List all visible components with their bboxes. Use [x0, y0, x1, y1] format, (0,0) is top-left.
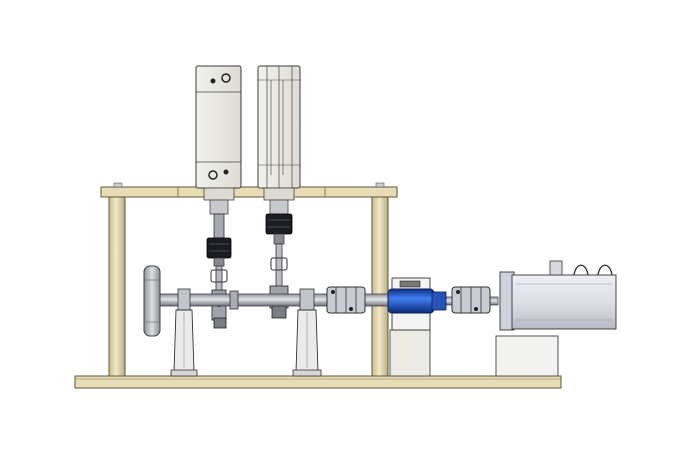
- cable-loop: [573, 264, 589, 276]
- chuck: [265, 213, 293, 235]
- coupling-right: [451, 286, 491, 314]
- top-plate: [100, 182, 398, 198]
- motor-stand: [495, 335, 559, 377]
- sensor-stand: [389, 329, 431, 377]
- flexible-couplings: [326, 286, 491, 314]
- motor-unit-right: [257, 65, 301, 245]
- servo-motor: [495, 260, 617, 377]
- handwheel: [143, 265, 161, 337]
- base-plate: [74, 375, 562, 389]
- connector: [549, 260, 563, 276]
- torque-sensor: [387, 277, 447, 377]
- cable-loop: [597, 264, 613, 276]
- frame-columns: [108, 195, 389, 377]
- shaft-supports: [170, 309, 322, 377]
- motor-unit-left: [195, 65, 242, 267]
- chuck: [206, 237, 232, 259]
- bolt-head: [113, 182, 123, 188]
- bolt-head: [375, 182, 385, 188]
- coupling-left: [326, 286, 366, 314]
